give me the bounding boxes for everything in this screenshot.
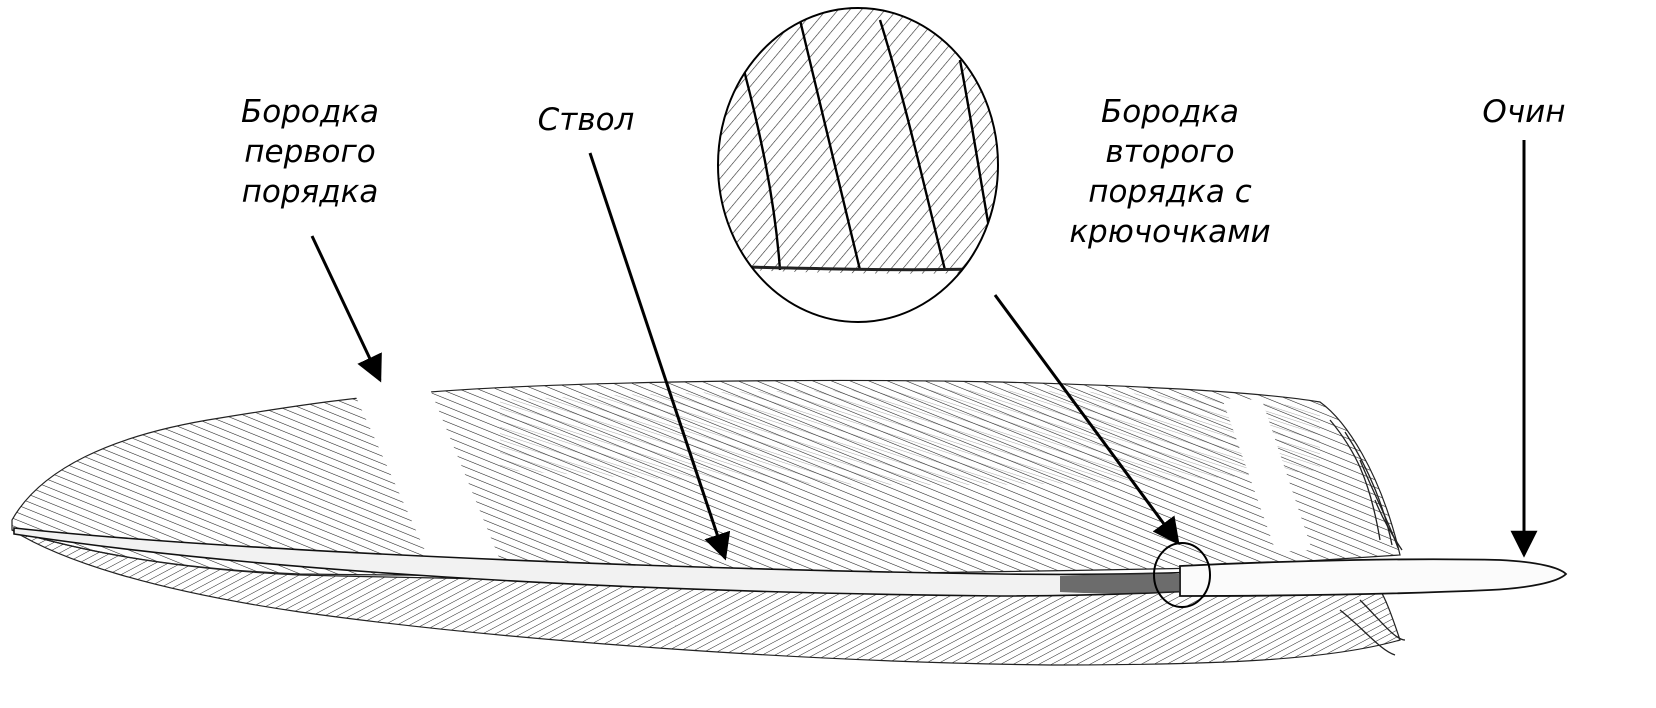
feather-upper-vane-shade: [500, 390, 1320, 485]
feather-quill: [1180, 559, 1566, 596]
label-barb-second-order-line-1: Бородка: [1060, 92, 1280, 132]
label-barb-first-order: Бородка первого порядка: [230, 92, 390, 212]
zoom-inset: [700, 0, 1020, 330]
shaft-dark-band: [1060, 573, 1180, 593]
arrow-barb-first-order: [312, 236, 380, 380]
label-barb-second-order-line-3: порядка с: [1060, 172, 1280, 212]
label-quill: Очин: [1464, 92, 1584, 132]
label-barb-first-order-line-1: Бородка: [230, 92, 390, 132]
label-barb-second-order-line-4: крючочками: [1060, 212, 1280, 252]
label-barb-first-order-line-2: первого: [230, 132, 390, 172]
label-shaft: Ствол: [526, 100, 646, 140]
label-barb-second-order-line-2: второго: [1060, 132, 1280, 172]
label-barb-second-order: Бородка второго порядка с крючочками: [1060, 92, 1280, 252]
label-barb-first-order-line-3: порядка: [230, 172, 390, 212]
